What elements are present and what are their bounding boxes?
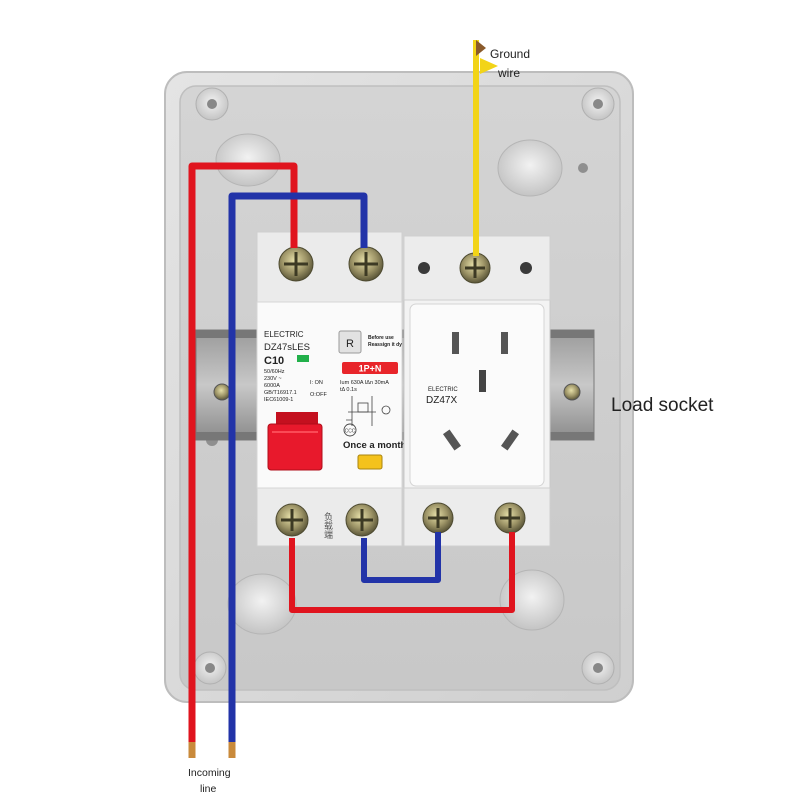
socket-top-mount-hole-left <box>418 262 430 274</box>
breaker-on-label: I: ON <box>310 380 323 386</box>
neutral-wire-incoming <box>228 192 368 742</box>
breaker-off-label: O:OFF <box>310 392 327 398</box>
breaker-spec-line5: IEC61009-1 <box>264 397 293 403</box>
breaker-test-note-line1: Before use <box>368 335 394 341</box>
load-socket-label: Load socket <box>611 395 714 416</box>
ground-wire-label-line2: wire <box>497 66 520 80</box>
wires <box>188 40 515 758</box>
socket-3pin-slot-left <box>442 429 462 451</box>
breaker-status-indicator <box>297 355 309 362</box>
breaker-trip-test-button[interactable] <box>357 454 383 470</box>
rail-screw-right <box>563 383 581 401</box>
socket-2pin-slot-left <box>452 332 459 354</box>
knockout-top-right <box>497 139 563 197</box>
socket-2pin-slot-right <box>501 332 508 354</box>
corner-boss-top-right <box>581 87 615 121</box>
breaker-brand: ELECTRIC <box>264 330 304 339</box>
breaker-test-note-line2: Reassign it dy <box>368 342 402 348</box>
socket-3pin-slot-right <box>500 429 520 451</box>
knockout-bottom-left <box>227 573 297 635</box>
breaker-handle[interactable] <box>267 412 323 471</box>
breaker-rating: C10 <box>264 355 284 367</box>
ground-wire-copper-tip <box>476 40 486 56</box>
corner-boss-bottom-right <box>581 651 615 685</box>
socket-bottom-screw-left <box>422 502 454 534</box>
breaker-current-spec: Ium 630A IΔn 30mA <box>340 380 389 386</box>
breaker-top-screw-left <box>278 246 314 282</box>
breaker-pole-badge-text: 1P+N <box>359 364 382 374</box>
neutral-wire-output <box>361 532 441 583</box>
ground-wire-label-line1: Ground <box>490 47 530 61</box>
breaker-test-reminder: Once a month <box>343 440 407 451</box>
breaker-top-screw-right <box>348 246 384 282</box>
ccc-mark-icon: CCC <box>343 423 357 437</box>
rail-screw-left <box>213 383 231 401</box>
breaker-spec-line2: 230V ~ <box>264 376 282 382</box>
socket-ground-screw <box>459 252 491 284</box>
socket-bottom-screw-right <box>494 502 526 534</box>
breaker-trip-spec: tΔ 0.1s <box>340 387 357 393</box>
mount-hole-right <box>578 163 588 173</box>
breaker-spec-line3: 6000A <box>264 383 280 389</box>
ground-wire-label-flag <box>480 58 498 74</box>
svg-text:CCC: CCC <box>345 429 356 435</box>
corner-boss-top-left <box>195 87 229 121</box>
knockout-top-left <box>215 133 281 187</box>
breaker-load-side-text: 负载端 <box>322 511 333 540</box>
corner-boss-bottom-left <box>193 651 227 685</box>
socket-3pin-ground-slot <box>479 370 486 392</box>
breaker-spec-line1: 50/60Hz <box>264 369 285 375</box>
breaker-model: DZ47sLES <box>264 342 310 353</box>
breaker-bottom-screw-left <box>275 503 309 537</box>
breaker-test-button-letter: R <box>346 338 354 350</box>
incoming-line-label-line1: Incoming <box>188 767 231 779</box>
live-wire-copper-tip <box>188 742 196 758</box>
breaker-test-button[interactable] <box>338 330 362 354</box>
breaker-circuit-schematic-icon <box>346 396 391 426</box>
incoming-line-label-line2: line <box>200 783 217 795</box>
socket-model: DZ47X <box>426 395 457 406</box>
breaker-bottom-screw-right <box>345 503 379 537</box>
socket-top-mount-hole-right <box>520 262 532 274</box>
breaker-spec-line4: GB/T16917.1 <box>264 390 297 396</box>
rcbo-breaker: ELECTRIC DZ47sLES C10 50/60Hz 230V ~ 600… <box>256 231 407 547</box>
neutral-wire-copper-tip <box>228 742 236 758</box>
live-wire-incoming <box>188 162 298 742</box>
socket-brand: ELECTRIC <box>428 387 458 393</box>
breaker-pole-badge <box>342 362 398 374</box>
knockout-bottom-right <box>499 569 565 631</box>
live-wire-output <box>289 532 515 613</box>
socket-module: ELECTRIC DZ47X <box>403 235 551 547</box>
